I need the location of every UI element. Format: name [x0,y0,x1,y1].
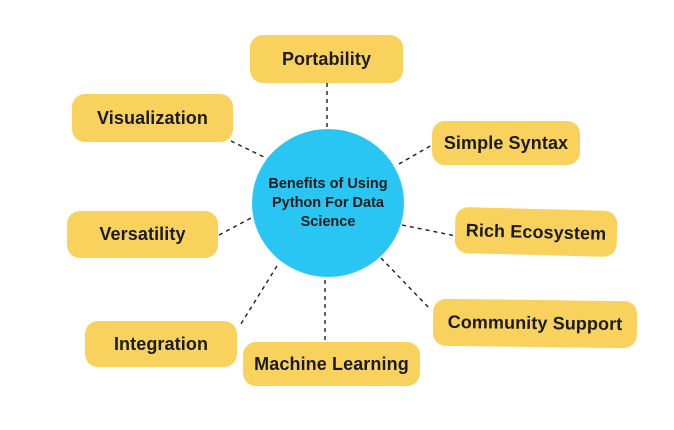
node-label: Portability [281,48,372,69]
central-topic-text-line: Science [300,213,356,230]
connector-rich-ecosystem [401,224,457,237]
node-machine-learning: Machine Learning [243,342,420,386]
node-label: Simple Syntax [443,132,569,153]
node-portability: Portability [250,35,403,83]
node-visualization: Visualization [72,94,233,142]
central-topic-text-line: Benefits of Using [268,175,388,192]
central-topic-circle: Benefits of Using Python For Data Scienc… [252,129,404,277]
connector-simple-syntax [398,144,433,165]
central-topic-text-line: Python For Data [272,194,384,211]
node-label: Versatility [99,224,186,244]
node-label: Community Support [447,311,623,335]
node-integration: Integration [85,321,237,367]
node-label: Rich Ecosystem [465,219,607,244]
connector-integration [238,265,278,328]
node-label: Visualization [97,107,208,128]
connector-visualization [230,140,273,162]
node-label: Machine Learning [254,353,409,374]
node-versatility: Versatility [67,211,218,258]
connector-versatility [218,216,254,236]
node-rich-ecosystem: Rich Ecosystem [454,206,618,258]
connector-community-support [380,257,431,310]
node-label: Integration [113,333,209,354]
node-community-support: Community Support [432,298,638,349]
node-simple-syntax: Simple Syntax [432,121,580,165]
